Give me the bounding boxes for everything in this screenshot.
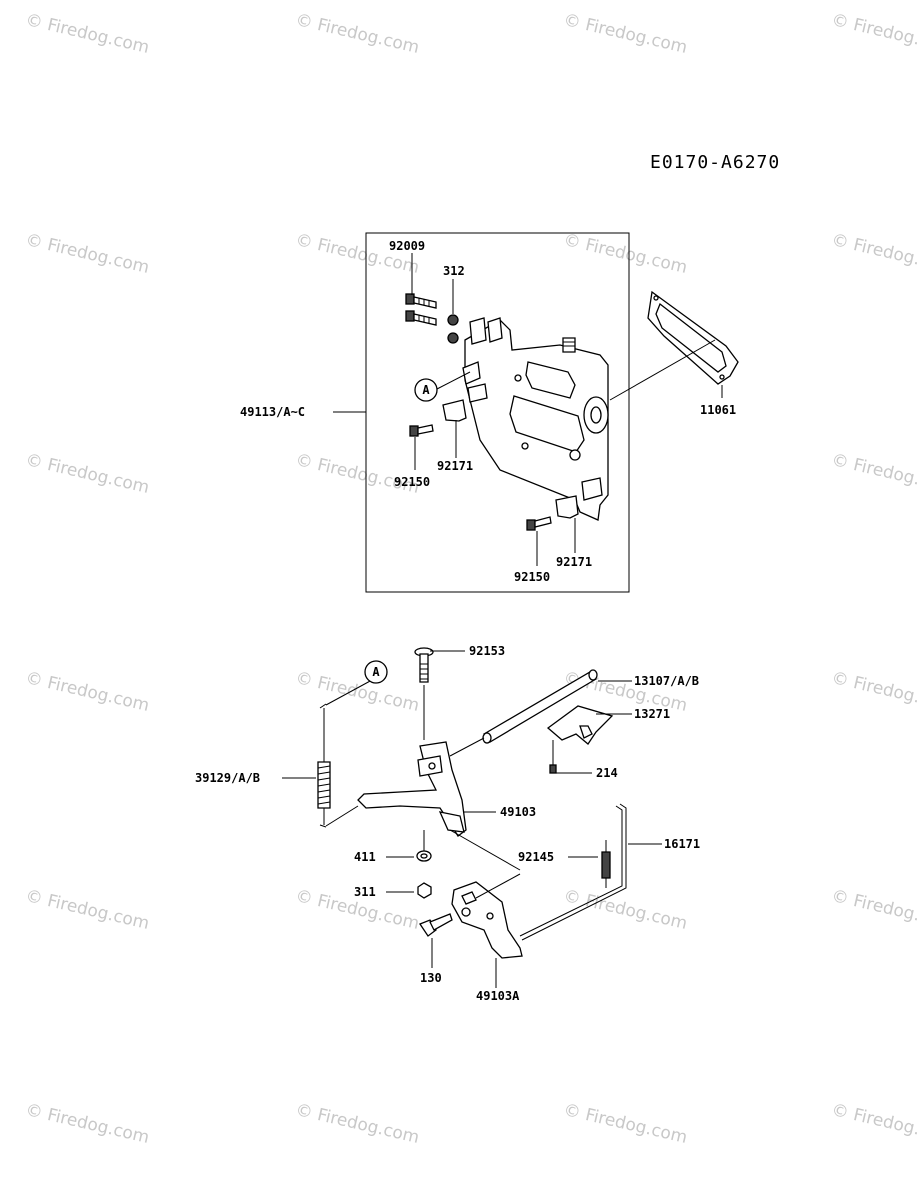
label-92009: 92009 [389,239,425,253]
label-16171: 16171 [664,837,700,851]
shaft-13107 [482,669,598,744]
label-13107: 13107/A/B [634,674,699,688]
label-311: 311 [354,885,376,899]
lever-49103a [451,881,523,959]
callout-a-top [414,378,438,402]
label-49113: 49113/A~C [240,405,305,419]
spring-39129 [317,703,331,828]
bolt-92150-upper [409,424,434,437]
label-11061: 11061 [700,403,736,417]
label-130: 130 [420,971,442,985]
nut-312 [447,332,459,344]
label-92150-top: 92150 [394,475,430,489]
label-92153: 92153 [469,644,505,658]
clip-92171-upper [442,399,467,422]
label-411: 411 [354,850,376,864]
callout-a-bottom [364,660,388,684]
label-214: 214 [596,766,618,780]
label-49103a: 49103A [476,989,520,1003]
label-92145: 92145 [518,850,554,864]
callout-a-top-label: A [422,383,430,397]
gasket-11061 [647,290,739,385]
spring-92145 [601,840,611,888]
label-49103: 49103 [500,805,536,819]
bolt-92153 [414,647,434,683]
label-92171-bottom: 92171 [556,555,592,569]
rod-16171 [519,803,627,941]
label-312: 312 [443,264,465,278]
clip-92171-lower [555,495,579,519]
control-bracket-plate [462,317,609,521]
nut-312 [447,314,459,326]
label-92150-bottom: 92150 [514,570,550,584]
callout-a-bottom-label: A [372,665,380,679]
lever-49103 [357,741,467,837]
bolt-130 [419,913,453,937]
screw-214 [549,740,557,774]
plate-13271 [546,705,614,745]
bolt-92009 [405,293,437,326]
diagram-code: E0170-A6270 [650,152,781,173]
label-92171-top: 92171 [437,459,473,473]
label-39129: 39129/A/B [195,771,260,785]
bolt-92150-lower [526,516,552,531]
nut-311 [417,882,432,899]
label-13271: 13271 [634,707,670,721]
